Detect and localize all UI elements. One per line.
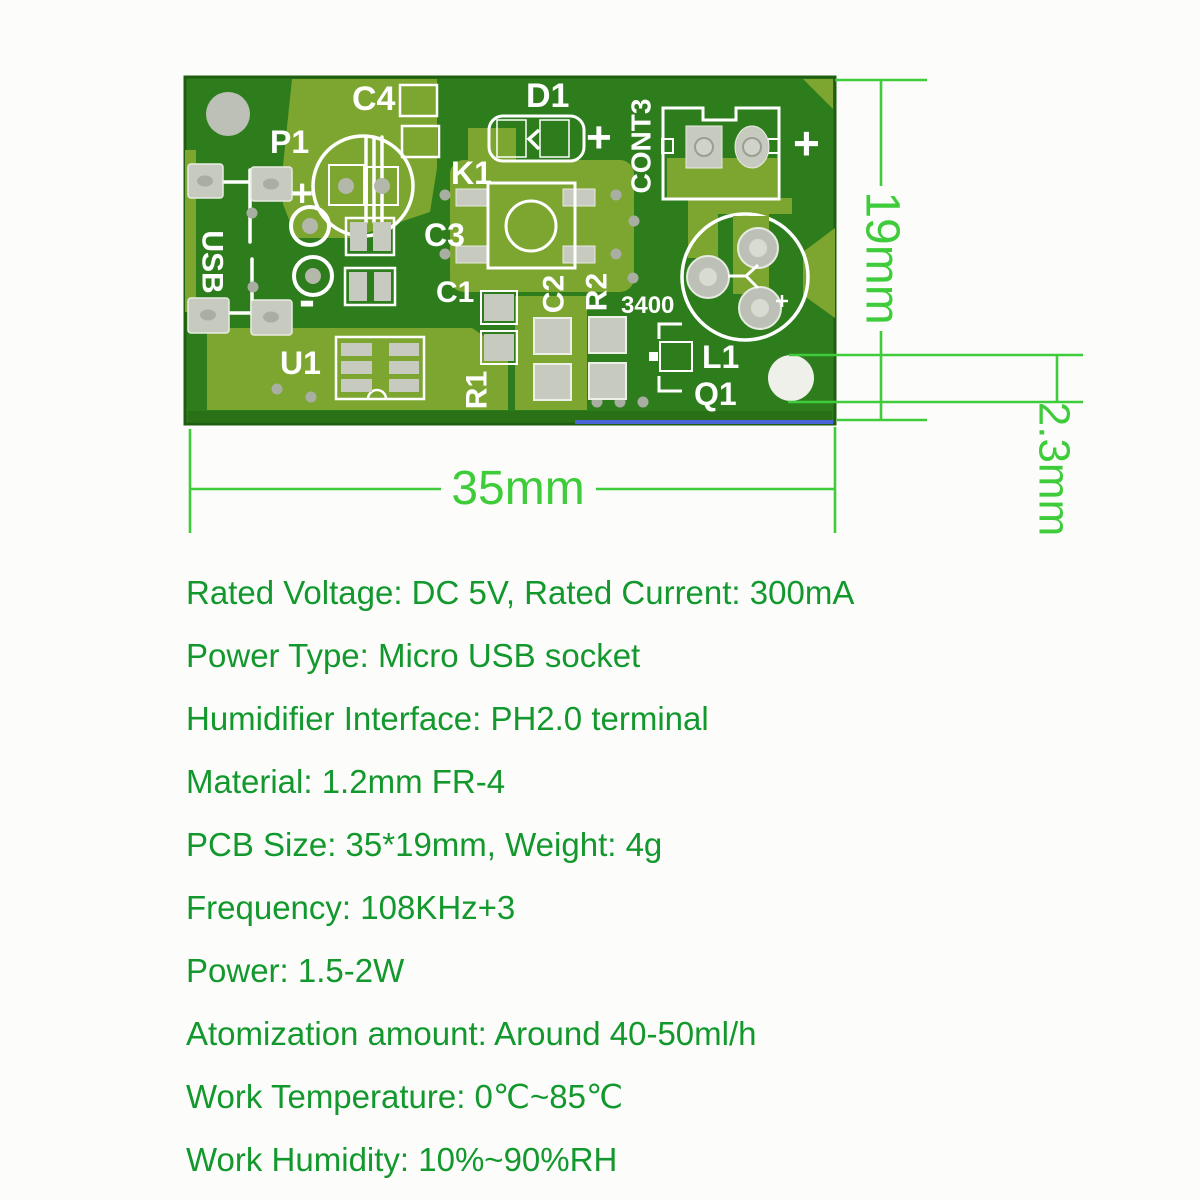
label-p1: P1 <box>270 124 309 160</box>
label-c3: C3 <box>424 217 465 253</box>
label-r2: R2 <box>581 273 614 311</box>
spec-line-frequency: Frequency: 108KHz+3 <box>186 889 516 926</box>
label-usb: USB <box>196 230 229 293</box>
dimension-2-3mm-label: 2.3mm <box>1030 402 1079 536</box>
spec-line-work-humidity: Work Humidity: 10%~90%RH <box>186 1141 618 1178</box>
spec-line-power-type: Power Type: Micro USB socket <box>186 637 641 674</box>
label-3400: 3400 <box>621 292 674 319</box>
silkscreen-labels: P1 C4 D1 K1 C3 C1 U1 3400 L1 Q1 USB CONT… <box>196 77 820 412</box>
label-c1: C1 <box>436 276 474 309</box>
spec-line-humidifier-interface: Humidifier Interface: PH2.0 terminal <box>186 700 709 737</box>
spec-line-power: Power: 1.5-2W <box>186 952 405 989</box>
dimension-19mm-label: 19mm <box>856 191 909 324</box>
diode-d1-footprint <box>487 114 586 163</box>
plus-mark-cont3: + <box>793 117 820 169</box>
cap-c1-footprint <box>343 266 397 307</box>
label-cont3: CONT3 <box>626 99 657 194</box>
board-bottom-shadow <box>188 411 832 422</box>
dimension-35mm-label: 35mm <box>451 462 584 515</box>
mounting-hole-top-left <box>206 92 250 136</box>
label-k1: K1 <box>451 155 492 191</box>
label-d1: D1 <box>526 77 569 115</box>
dimension-19mm: 19mm <box>835 78 927 422</box>
spec-line-pcb-size: PCB Size: 35*19mm, Weight: 4g <box>186 826 663 863</box>
spec-line-rated-voltage: Rated Voltage: DC 5V, Rated Current: 300… <box>186 574 855 611</box>
spec-line-material: Material: 1.2mm FR-4 <box>186 763 506 800</box>
c2-r2-pads <box>533 316 627 401</box>
connector-cont3-footprint <box>661 106 781 201</box>
dimension-2-3mm: 2.3mm <box>788 353 1083 536</box>
plus-mark-transistor <box>776 295 788 307</box>
cap-c3-footprint <box>344 216 396 257</box>
copper-pour <box>185 79 835 410</box>
spec-line-work-temperature: Work Temperature: 0℃~85℃ <box>186 1078 624 1115</box>
label-c4: C4 <box>352 80 396 118</box>
cap-c4-pads <box>398 83 441 159</box>
ic-notch <box>366 388 388 400</box>
spec-line-atomization: Atomization amount: Around 40-50ml/h <box>186 1015 757 1052</box>
minus-mark-p1: - <box>299 274 315 327</box>
ic-u1-footprint <box>334 335 426 401</box>
board-bottom-blue-edge <box>575 420 833 424</box>
pcb-board: P1 C4 D1 K1 C3 C1 U1 3400 L1 Q1 USB CONT… <box>183 75 837 426</box>
label-u1: U1 <box>280 345 321 381</box>
resistor-r1-pads <box>480 290 518 365</box>
plus-mark-d1: + <box>586 113 612 162</box>
label-q1: Q1 <box>694 376 737 412</box>
spec-list: Rated Voltage: DC 5V, Rated Current: 300… <box>186 561 1146 1191</box>
inductor-l1-footprint <box>649 322 693 393</box>
usb-pads <box>187 163 293 336</box>
button-k1-footprint <box>455 181 596 270</box>
plus-mark-p1: + <box>291 173 313 215</box>
pcb-diagram: P1 C4 D1 K1 C3 C1 U1 3400 L1 Q1 USB CONT… <box>183 75 1083 536</box>
mounting-hole-bottom-right <box>768 355 814 401</box>
label-c2: C2 <box>538 275 571 313</box>
dimension-35mm: 35mm <box>188 427 837 533</box>
label-r1: R1 <box>461 371 494 409</box>
label-l1: L1 <box>702 339 739 375</box>
y-mark <box>728 263 760 290</box>
transistor-footprint <box>680 212 810 342</box>
diode-cathode-mark <box>526 128 541 151</box>
